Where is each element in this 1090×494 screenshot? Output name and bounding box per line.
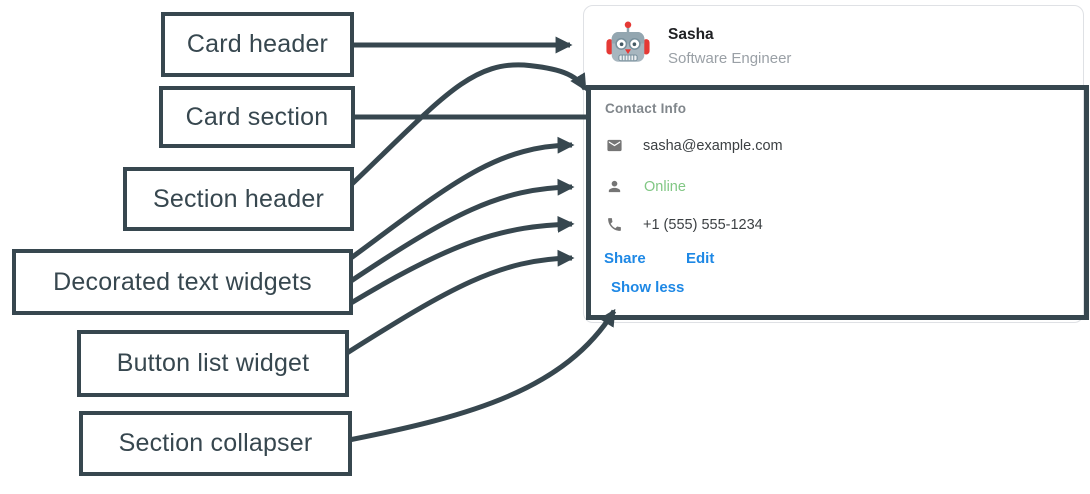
- person-icon: [606, 178, 623, 195]
- phone-icon: [606, 216, 623, 233]
- label-decorated-text-widgets-text: Decorated text widgets: [53, 267, 312, 296]
- label-button-list-widget-text: Button list widget: [116, 349, 310, 377]
- label-section-header: Section header: [123, 167, 354, 231]
- email-text: sasha@example.com: [643, 138, 783, 154]
- arrow-section-collapser: [348, 308, 617, 443]
- section-header-title: Contact Info: [605, 101, 687, 116]
- arrow-button-list: [345, 249, 575, 356]
- show-less-button[interactable]: Show less: [611, 279, 685, 296]
- label-card-header: Card header: [161, 12, 354, 77]
- label-section-header-text: Section header: [153, 184, 324, 213]
- phone-text: +1 (555) 555-1234: [643, 217, 763, 233]
- label-card-header-text: Card header: [186, 30, 329, 58]
- arrow-section-header: [350, 62, 588, 186]
- arrow-decorated-phone: [349, 215, 575, 306]
- status-text: Online: [644, 179, 686, 195]
- label-section-collapser: Section collapser: [79, 411, 352, 476]
- label-section-collapser-text: Section collapser: [118, 429, 313, 457]
- label-card-section-text: Card section: [185, 102, 329, 131]
- contact-card: [583, 5, 1084, 323]
- arrow-decorated-email: [349, 136, 575, 261]
- card-header-subtitle: Software Engineer: [668, 50, 792, 67]
- robot-avatar-icon: [605, 19, 651, 67]
- edit-button[interactable]: Edit: [686, 250, 715, 267]
- arrow-decorated-online: [349, 178, 575, 284]
- label-decorated-text-widgets: Decorated text widgets: [12, 249, 353, 315]
- label-card-section: Card section: [159, 86, 355, 148]
- share-button[interactable]: Share: [604, 250, 646, 267]
- mail-icon: [606, 137, 623, 154]
- card-header-name: Sasha: [668, 26, 714, 43]
- label-button-list-widget: Button list widget: [77, 330, 349, 397]
